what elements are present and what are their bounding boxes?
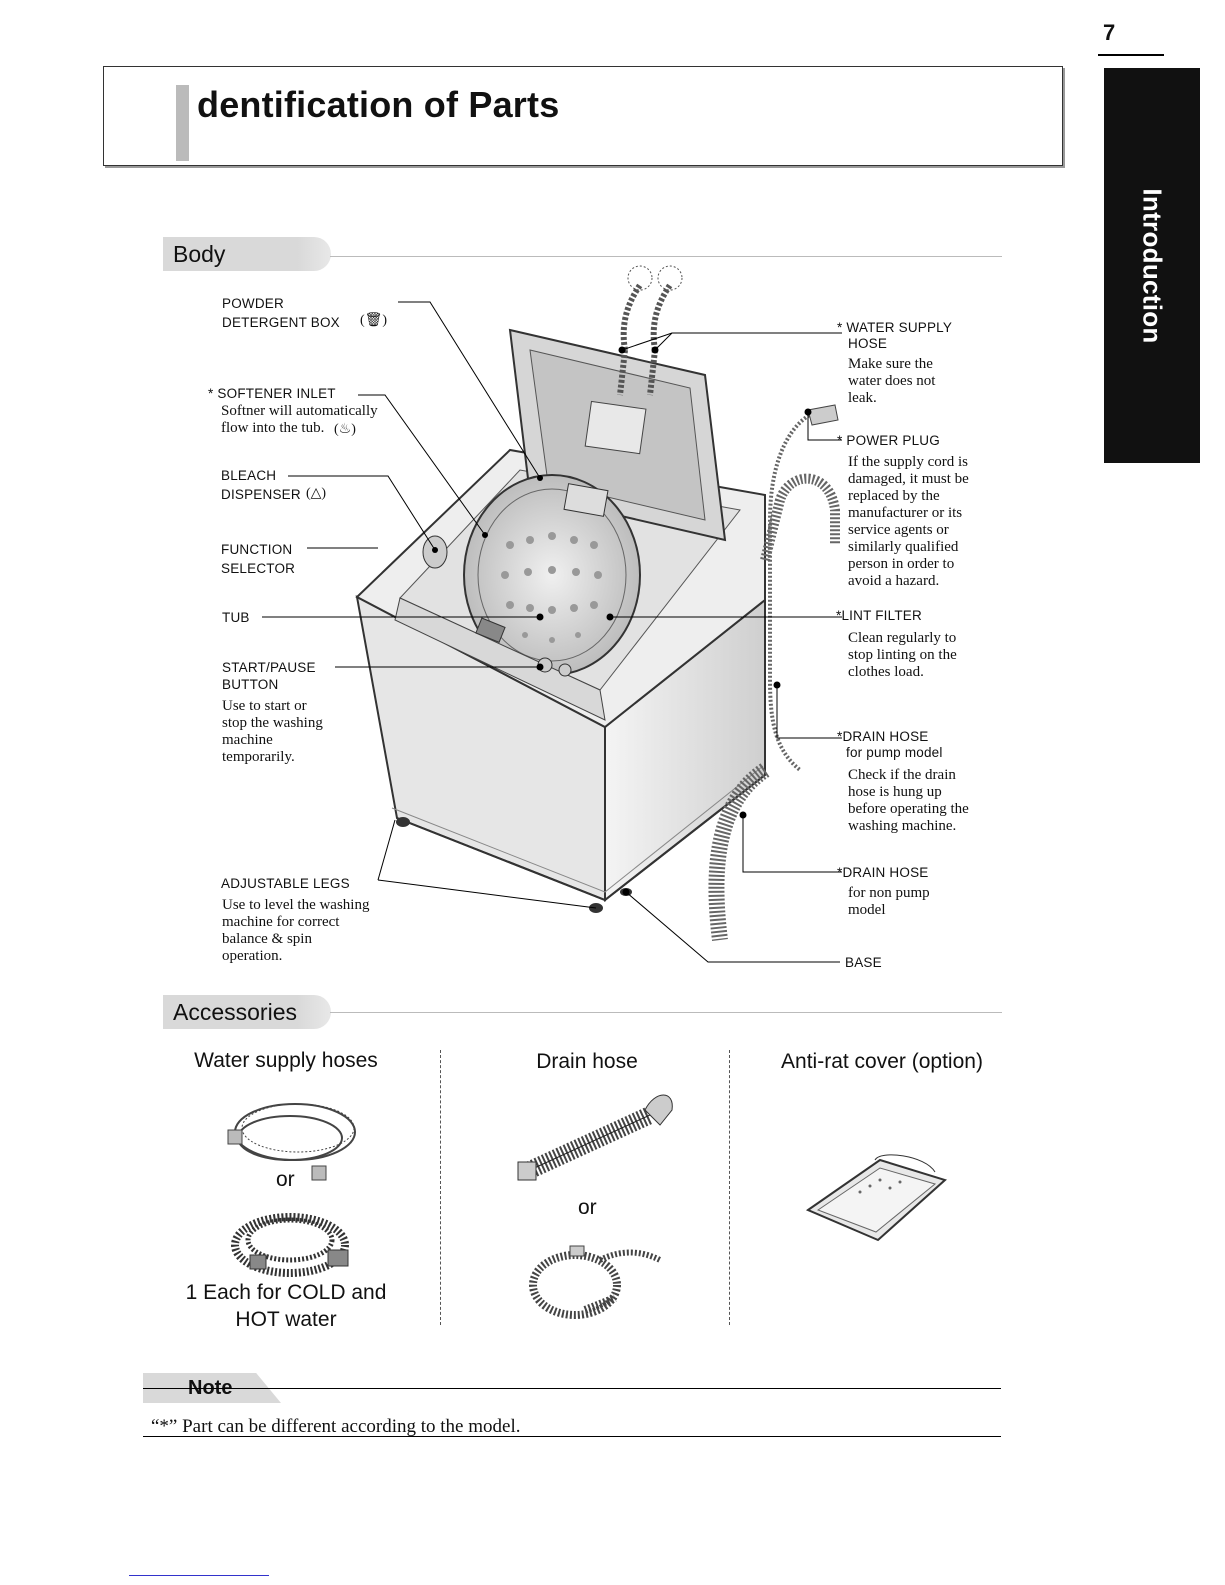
label-softener-inlet: * SOFTENER INLET — [208, 386, 336, 401]
side-tab: Introduction — [1104, 68, 1200, 463]
section-body: Body — [163, 237, 331, 271]
page-number-rule — [1098, 54, 1164, 56]
label-power-plug: * POWER PLUG — [837, 433, 940, 448]
title-initial-bar — [176, 85, 189, 161]
section-accessories-rule — [330, 1012, 1002, 1013]
title-box — [103, 66, 1063, 166]
detergent-icon: (🗑) — [360, 313, 388, 328]
softener-icon: (♨) — [334, 422, 356, 437]
accessories-illustration — [227, 1094, 947, 1319]
label-base: BASE — [845, 955, 882, 970]
page-title: dentification of Parts — [197, 84, 560, 125]
note-text: “*” Part can be different according to t… — [151, 1416, 521, 1437]
acc-title-water-supply-hoses: Water supply hoses — [194, 1049, 378, 1072]
label-tub: TUB — [222, 610, 250, 625]
bleach-icon: (△) — [306, 486, 327, 501]
note-rule-bottom — [143, 1436, 1001, 1437]
section-accessories: Accessories — [163, 995, 331, 1029]
water-hose-coil-icon — [227, 1103, 356, 1181]
drain-hose-straight-icon — [517, 1094, 673, 1181]
drain-hose-coiled-icon — [529, 1245, 662, 1319]
label-drain-hose-non-pump: *DRAIN HOSE — [837, 865, 929, 880]
washer-illustration — [262, 265, 842, 963]
divider-2 — [729, 1050, 730, 1325]
acc-title-drain-hose: Drain hose — [536, 1050, 638, 1073]
acc-title-anti-rat-cover: Anti-rat cover (option) — [781, 1050, 983, 1073]
bottom-link-underline — [129, 1575, 269, 1576]
label-water-supply-hose: * WATER SUPPLY HOSE — [837, 320, 953, 351]
section-body-rule — [330, 256, 1002, 257]
page-number: 7 — [1103, 20, 1116, 45]
note-rule-top — [143, 1388, 1001, 1389]
water-hose-ribbed-icon — [231, 1213, 349, 1277]
label-drain-hose-pump: *DRAIN HOSE for pump model — [837, 729, 943, 760]
divider-1 — [440, 1050, 441, 1325]
label-lint-filter: *LINT FILTER — [836, 608, 922, 623]
label-adjustable-legs: ADJUSTABLE LEGS — [221, 876, 350, 891]
or-drain-hose: or — [578, 1196, 597, 1219]
anti-rat-cover-icon — [805, 1154, 947, 1242]
or-water-hoses: or — [276, 1168, 295, 1191]
